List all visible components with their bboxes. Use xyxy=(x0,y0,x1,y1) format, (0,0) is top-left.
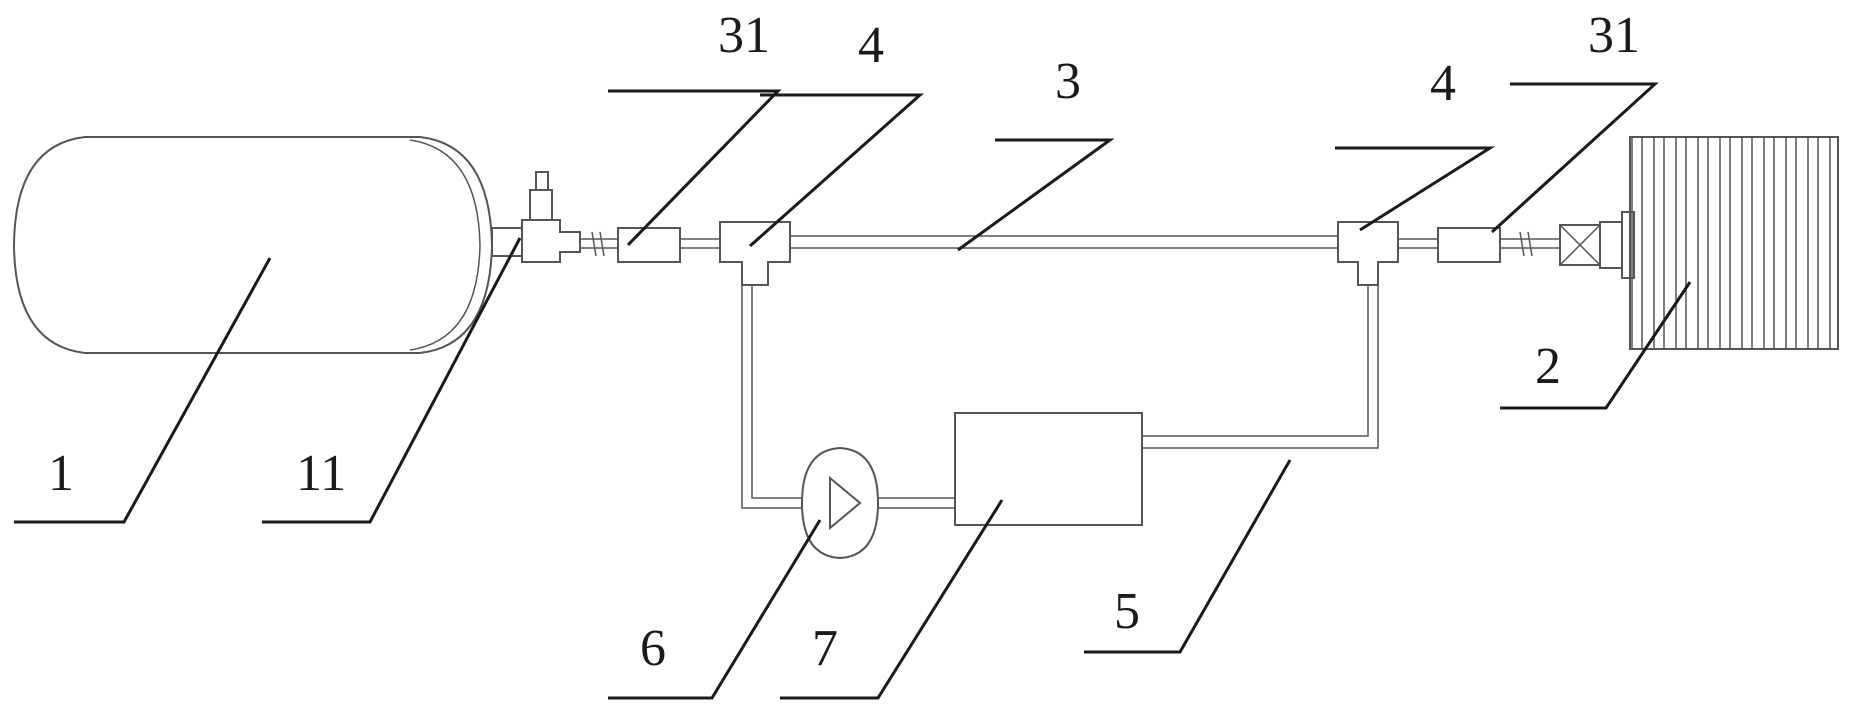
label-unit-7: 7 xyxy=(812,620,838,677)
connector-31-right xyxy=(1437,227,1501,263)
label-connector-31-right: 31 xyxy=(1588,7,1640,64)
label-heat-exchanger-2: 2 xyxy=(1535,338,1561,395)
tank-1 xyxy=(12,136,494,354)
label-connector-31-left: 31 xyxy=(718,7,770,64)
label-pump-6: 6 xyxy=(640,620,666,677)
heat-exchanger-2 xyxy=(1621,136,1839,350)
pump-6 xyxy=(800,446,880,560)
label-tee-4-right: 4 xyxy=(1430,55,1456,112)
stop-valve xyxy=(1559,221,1623,269)
branch-pipe-5 xyxy=(741,285,1379,509)
label-tee-4-left: 4 xyxy=(858,17,884,74)
unit-7 xyxy=(954,412,1143,526)
connector-31-left xyxy=(617,227,681,263)
label-branch-pipe-5: 5 xyxy=(1114,583,1140,640)
leader-lines xyxy=(14,82,1692,700)
label-tank-1: 1 xyxy=(48,445,74,502)
label-tank-valve-11: 11 xyxy=(296,445,346,502)
tee-4-right xyxy=(1337,221,1399,286)
tee-4-left xyxy=(719,221,791,286)
label-main-pipe-3: 3 xyxy=(1055,53,1081,110)
tank-valve-11 xyxy=(491,171,581,263)
